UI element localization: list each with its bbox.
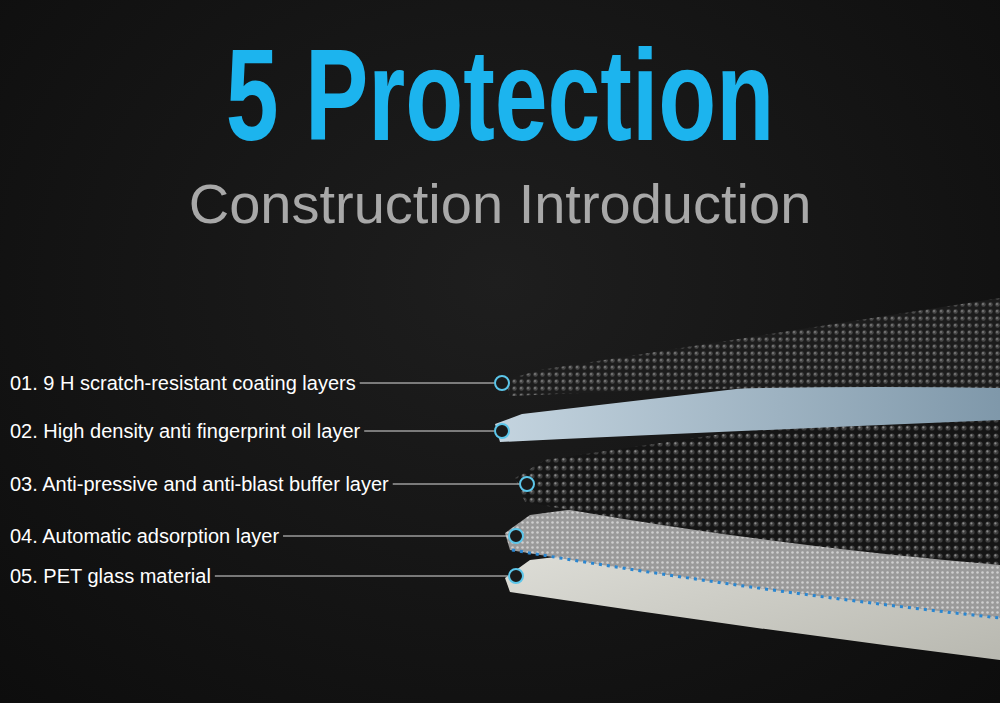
layer-label: 03. Anti-pressive and anti-blast buffer … bbox=[10, 472, 389, 496]
adsorption-edge bbox=[512, 550, 1000, 618]
title: 5 Protection bbox=[135, 30, 865, 160]
leader-line bbox=[364, 431, 494, 432]
layer-label: 02. High density anti fingerprint oil la… bbox=[10, 419, 360, 443]
marker-ring bbox=[509, 529, 523, 543]
layer-label: 04. Automatic adsorption layer bbox=[10, 524, 279, 548]
leader-line bbox=[393, 484, 519, 485]
layer-label: 05. PET glass material bbox=[10, 564, 211, 588]
coating-layer bbox=[505, 298, 1000, 396]
marker-ring bbox=[509, 569, 523, 583]
leader-line bbox=[360, 383, 494, 384]
subtitle: Construction Introduction bbox=[0, 176, 1000, 232]
marker-ring bbox=[520, 477, 534, 491]
marker-ring bbox=[495, 376, 509, 390]
layer-label: 01. 9 H scratch-resistant coating layers bbox=[10, 371, 356, 395]
leader-line bbox=[215, 576, 508, 577]
marker-ring bbox=[495, 424, 509, 438]
leader-line bbox=[283, 536, 508, 537]
